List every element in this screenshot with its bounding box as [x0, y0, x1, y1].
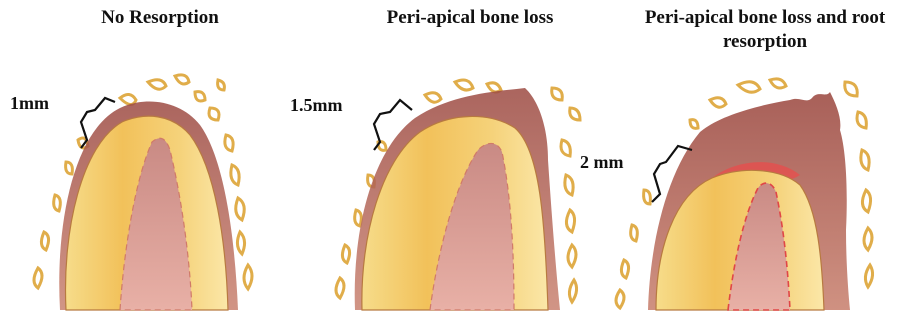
tooth-periapical-bone-loss [336, 80, 580, 310]
tooth-no-resorption [34, 75, 252, 310]
tooth-bone-loss-root-resorption [616, 79, 873, 310]
